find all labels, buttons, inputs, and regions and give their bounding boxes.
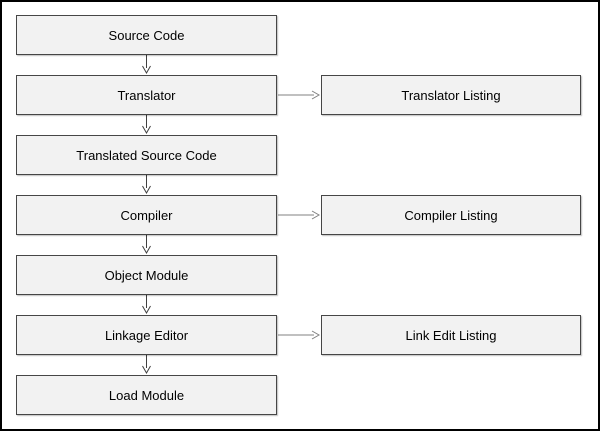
node-label-translator-listing: Translator Listing: [401, 87, 501, 103]
node-label-load-module: Load Module: [108, 387, 185, 403]
node-label-translator: Translator: [117, 87, 176, 103]
node-object-module: Object Module: [16, 255, 277, 295]
arrow-linkage-editor-to-load-module: [142, 355, 151, 375]
node-label-translated-source-code: Translated Source Code: [76, 147, 217, 163]
node-label-linkage-editor: Linkage Editor: [104, 327, 189, 343]
arrow-translator-to-translated-source-code: [142, 115, 151, 135]
arrow-compiler-to-object-module: [142, 235, 151, 255]
arrow-translator-to-translator-listing: [278, 90, 321, 100]
node-label-source-code: Source Code: [108, 27, 185, 43]
node-load-module: Load Module: [16, 375, 277, 415]
node-compiler-listing: Compiler Listing: [321, 195, 581, 235]
arrow-linkage-editor-to-link-edit-listing: [278, 330, 321, 340]
arrow-translated-source-code-to-compiler: [142, 175, 151, 195]
node-label-object-module: Object Module: [104, 267, 189, 283]
node-link-edit-listing: Link Edit Listing: [321, 315, 581, 355]
node-translated-source-code: Translated Source Code: [16, 135, 277, 175]
arrow-source-code-to-translator: [142, 55, 151, 75]
node-compiler: Compiler: [16, 195, 277, 235]
node-translator-listing: Translator Listing: [321, 75, 581, 115]
node-source-code: Source Code: [16, 15, 277, 55]
arrow-object-module-to-linkage-editor: [142, 295, 151, 315]
node-linkage-editor: Linkage Editor: [16, 315, 277, 355]
node-label-compiler: Compiler: [120, 207, 173, 223]
node-label-link-edit-listing: Link Edit Listing: [405, 327, 497, 343]
node-translator: Translator: [16, 75, 277, 115]
arrow-compiler-to-compiler-listing: [278, 210, 321, 220]
node-label-compiler-listing: Compiler Listing: [404, 207, 498, 223]
